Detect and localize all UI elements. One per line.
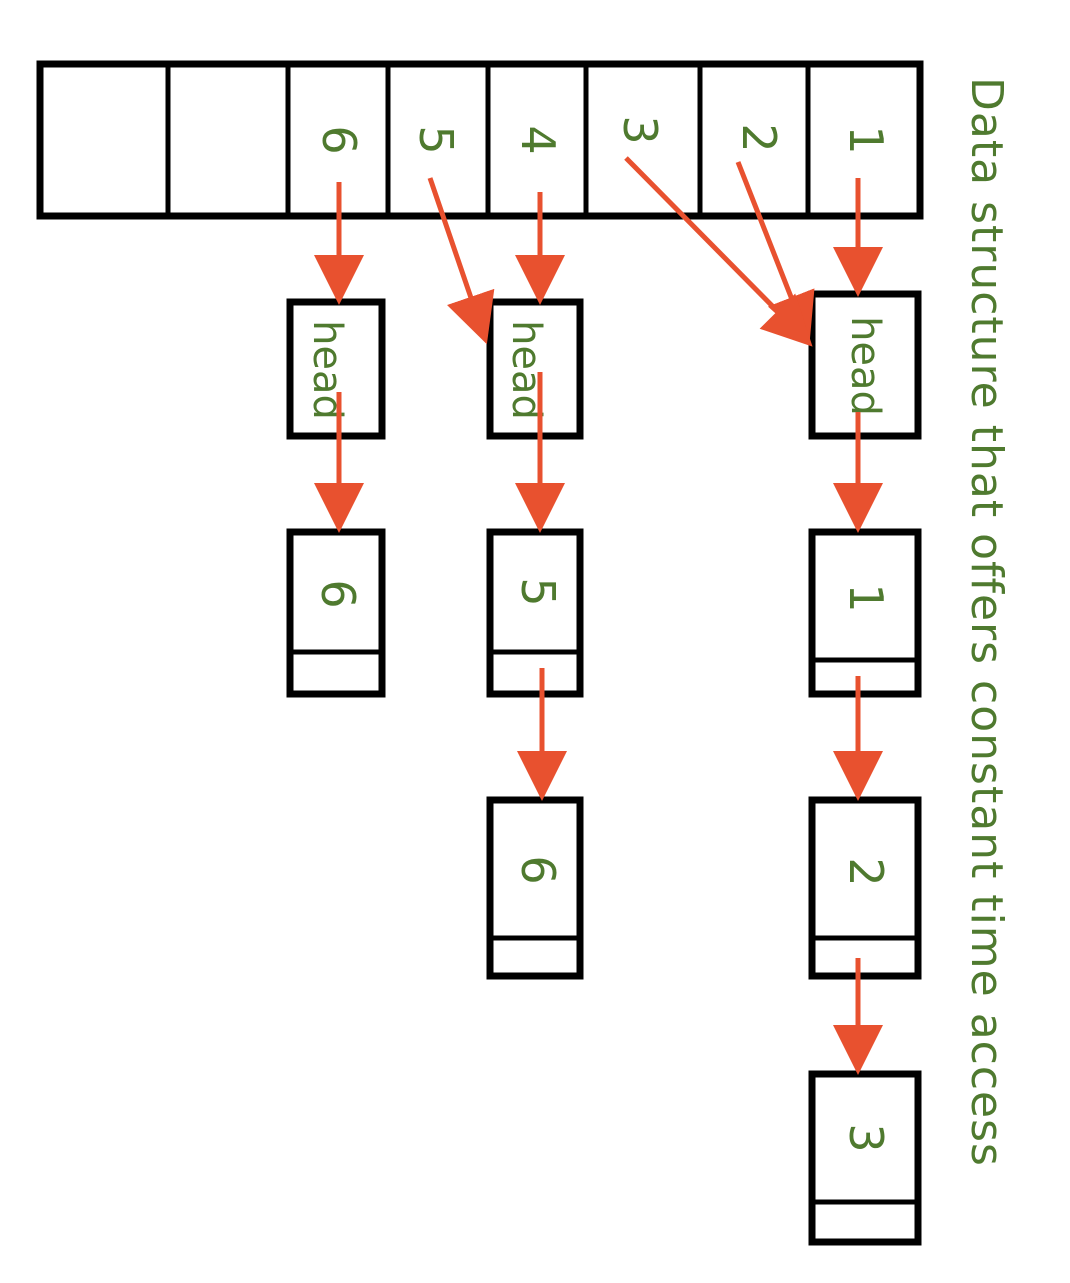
bucket-array: 6 5 4 3 2 1: [36, 60, 924, 220]
head-label: head: [304, 320, 350, 420]
list-node: [808, 528, 922, 698]
node-value: 2: [839, 857, 893, 886]
list-node: [486, 528, 584, 698]
node-value: 1: [839, 583, 893, 612]
head-label: head: [842, 316, 888, 416]
pointer-arrow: [427, 177, 495, 345]
list-node: [486, 796, 584, 980]
list-node: [286, 528, 386, 698]
linked-list-b: head 5 6: [486, 298, 584, 980]
pointer-arrow: [624, 156, 813, 347]
pointer-arrows: [314, 156, 883, 1075]
node-value: 5: [511, 577, 565, 606]
bucket-cell-label: 5: [409, 125, 463, 154]
node-value: 6: [511, 855, 565, 884]
bucket-array-frame: [36, 60, 924, 220]
bucket-cell-label: 4: [511, 125, 565, 154]
linked-list-c: head 6: [286, 298, 386, 698]
bucket-cell-label: 2: [732, 123, 786, 152]
bucket-cell-label: 1: [839, 125, 893, 154]
node-value: 6: [311, 579, 365, 608]
node-value: 3: [839, 1123, 893, 1152]
diagram-title: Data structure that offers constant time…: [961, 77, 1012, 1167]
list-node: [808, 1070, 922, 1246]
bucket-cell-label: 3: [613, 115, 667, 144]
list-node: [808, 796, 922, 980]
linked-list-a: head 1 2 3: [808, 290, 922, 1246]
bucket-cell-label: 6: [312, 125, 366, 154]
